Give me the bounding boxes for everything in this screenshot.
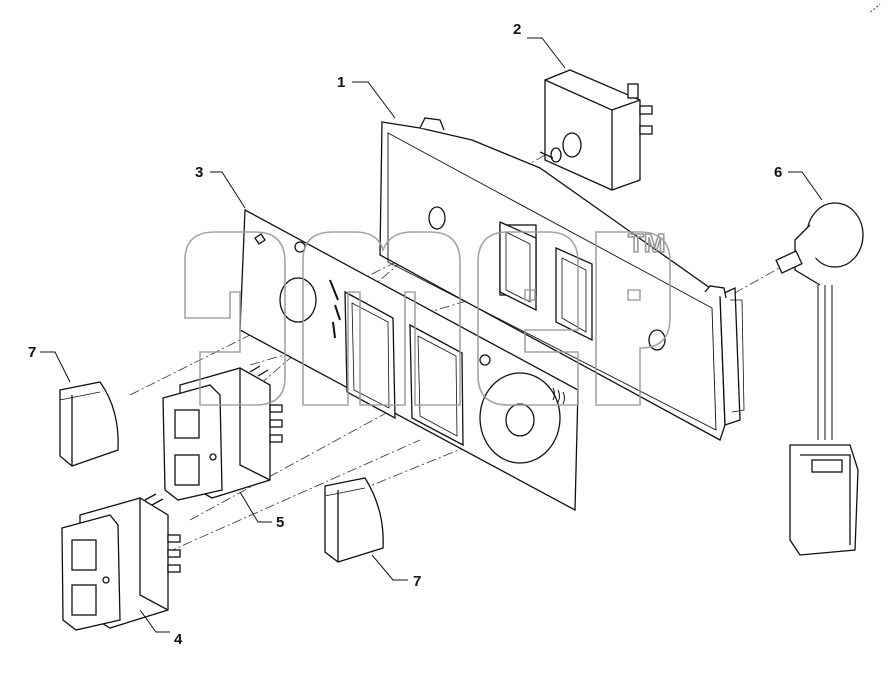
callout-3: 3 bbox=[195, 164, 203, 181]
knob-left bbox=[59, 381, 119, 467]
main-bezel-panel bbox=[379, 117, 745, 441]
rocker-switch-lower bbox=[61, 493, 181, 631]
rocker-switch-upper bbox=[162, 365, 283, 501]
callout-7-left: 7 bbox=[28, 344, 36, 361]
callout-4: 4 bbox=[174, 631, 183, 648]
knob-center bbox=[324, 477, 384, 563]
watermark-logo bbox=[184, 231, 671, 406]
callout-2: 2 bbox=[513, 21, 521, 38]
potentiometer-with-harness bbox=[775, 202, 864, 556]
watermark-tm: TM bbox=[628, 228, 666, 258]
rotary-switch bbox=[539, 69, 653, 191]
callout-6: 6 bbox=[774, 164, 782, 181]
corner-mark bbox=[869, 3, 881, 13]
callout-leaders bbox=[40, 37, 823, 633]
faceplate bbox=[239, 208, 579, 512]
callout-1: 1 bbox=[337, 74, 345, 91]
callout-7-center: 7 bbox=[413, 573, 421, 590]
callout-5: 5 bbox=[276, 514, 284, 531]
